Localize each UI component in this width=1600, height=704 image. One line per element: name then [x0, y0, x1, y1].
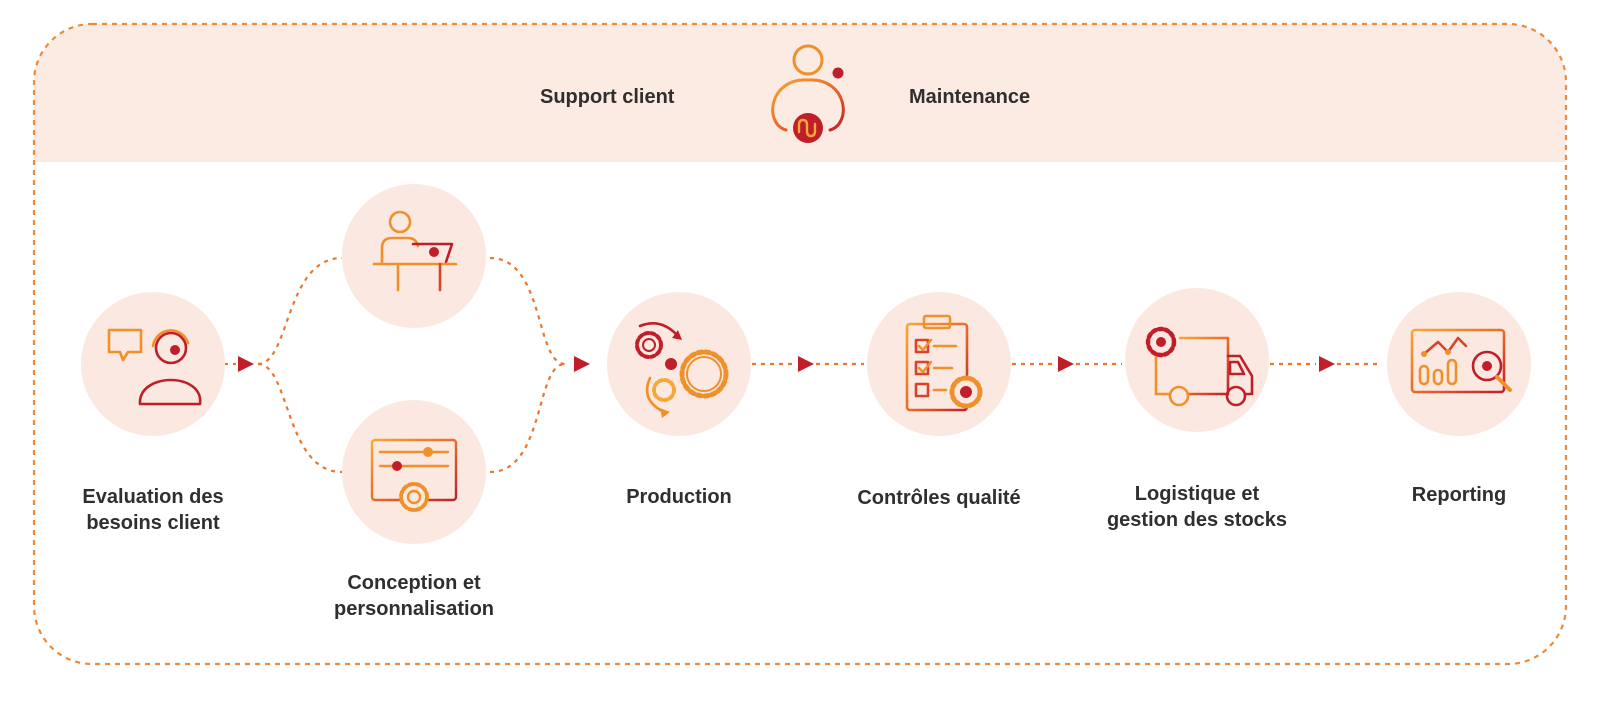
delivery-truck-gear-icon: [1145, 326, 1254, 407]
settings-panel-gear-icon: [370, 438, 458, 512]
arrow-head-icon: [574, 356, 590, 372]
connectors: [224, 256, 1382, 474]
connector-line: [489, 256, 566, 366]
step-label-evaluation: Evaluation des besoins client: [82, 486, 224, 534]
step-circle-desk: [342, 184, 486, 328]
connector-line: [257, 362, 343, 474]
step-label-production: Production: [626, 486, 732, 508]
arrow-head-icon: [1319, 356, 1335, 372]
person-at-laptop-icon: [372, 210, 458, 292]
dashboard-search-icon: [1410, 328, 1512, 394]
arrow-head-icon: [238, 356, 254, 372]
step-circle-quality: [867, 292, 1011, 436]
step-label-conception: Conception et personnalisation: [333, 572, 495, 620]
step-circle-conception: [342, 400, 486, 544]
support-person-icon: [771, 44, 845, 143]
connector-line: [489, 362, 566, 474]
connector-line: [257, 256, 343, 366]
step-label-reporting: Reporting: [1411, 484, 1507, 506]
step-label-quality: Contrôles qualité: [857, 487, 1021, 509]
maintenance-label: Maintenance: [909, 86, 1031, 108]
arrow-head-icon: [798, 356, 814, 372]
step-circle-logistics: [1125, 288, 1269, 432]
dashed-frame: [32, 22, 1568, 666]
checklist-gear-icon: [905, 314, 983, 412]
arrow-head-icon: [1058, 356, 1074, 372]
step-circle-reporting: [1387, 292, 1531, 436]
step-circle-evaluation: [81, 292, 225, 436]
gears-cycle-icon: [635, 322, 729, 418]
customer-headset-chat-icon: [107, 328, 202, 406]
step-circle-production: [607, 292, 751, 436]
arrowheads: [238, 356, 1335, 372]
support-client-label: Support client: [540, 86, 675, 108]
support-band: [34, 24, 1566, 162]
step-label-logistics: Logistique et gestion des stocks: [1106, 483, 1288, 531]
